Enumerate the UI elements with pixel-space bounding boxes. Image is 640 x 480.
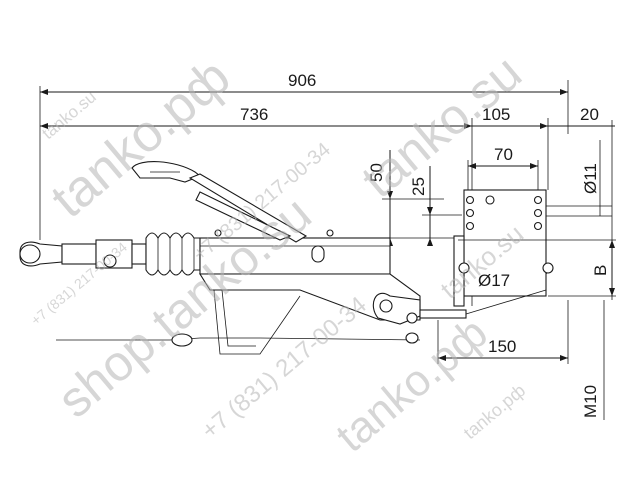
dim-thread: M10 bbox=[581, 385, 600, 418]
watermark-tanko-rf-small: tanko.рф bbox=[460, 380, 530, 443]
dim-width-b: B bbox=[591, 265, 610, 276]
dim-body-length: 736 bbox=[240, 105, 268, 124]
dim-height-25: 25 bbox=[409, 177, 428, 196]
dim-rod-length: 150 bbox=[488, 337, 516, 356]
dim-hole-small: Ø11 bbox=[581, 163, 600, 194]
watermark-shop: shop.tanko.su bbox=[47, 185, 321, 428]
watermark-tanko-su: tanko.su bbox=[38, 87, 99, 143]
dim-bolt-spacing: 70 bbox=[494, 145, 513, 164]
dim-hole-large: Ø17 bbox=[478, 271, 510, 290]
dim-height-50: 50 bbox=[367, 163, 386, 182]
dim-flange-offset: 20 bbox=[580, 105, 599, 124]
dim-overall-length: 906 bbox=[288, 71, 316, 90]
handbrake-lever bbox=[131, 161, 308, 243]
mounting-flange bbox=[453, 189, 554, 307]
dim-flange-width: 105 bbox=[482, 105, 510, 124]
coupling-body bbox=[19, 161, 554, 355]
breakaway-cable bbox=[56, 332, 421, 347]
